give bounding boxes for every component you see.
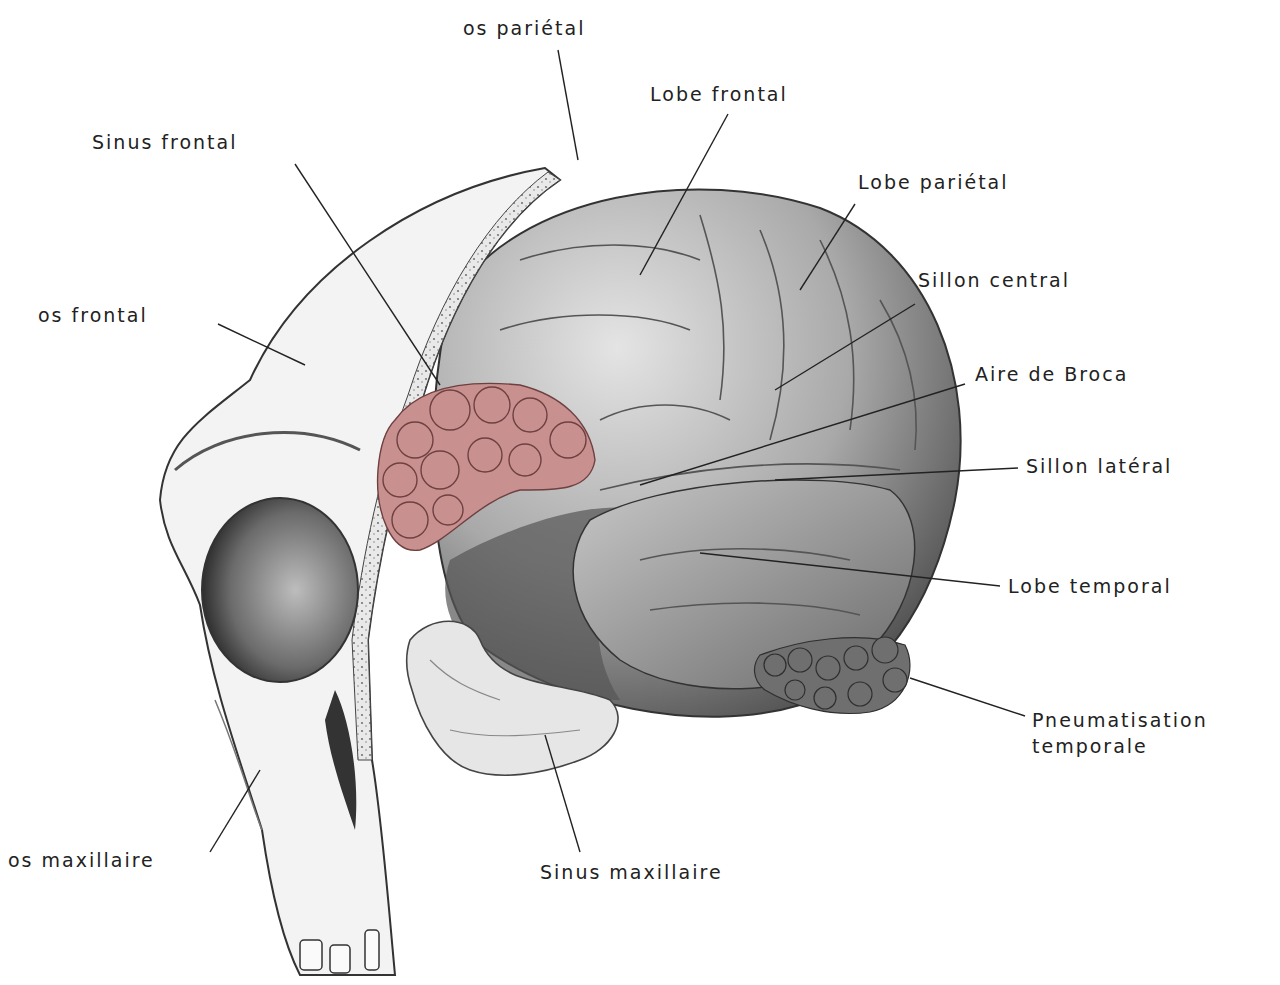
part-label: Lobe temporal	[1008, 574, 1172, 600]
temporal-pneumatisation	[755, 637, 910, 713]
teeth	[300, 930, 379, 973]
part-label: Sinus frontal	[92, 130, 237, 156]
part-label: Aire de Broca	[975, 362, 1128, 388]
maxillary-sinus	[406, 621, 618, 775]
orbit	[202, 498, 358, 682]
part-label: os frontal	[38, 303, 148, 329]
brain	[433, 189, 961, 716]
part-label: Sillon latéral	[1026, 454, 1172, 480]
part-label: Sillon central	[918, 268, 1070, 294]
part-label: Sinus maxillaire	[540, 860, 723, 886]
part-label: Lobe frontal	[650, 82, 788, 108]
part-label: os pariétal	[463, 16, 585, 42]
maxillary-sinus-folds	[430, 660, 580, 736]
part-label: os maxillaire	[8, 848, 155, 874]
part-label: Pneumatisation temporale	[1032, 708, 1267, 759]
cheek-line	[215, 700, 262, 830]
part-label: Lobe pariétal	[858, 170, 1009, 196]
skull-face	[160, 168, 560, 975]
frontal-sinus	[378, 383, 595, 550]
leader-lines	[210, 50, 1025, 852]
brow-ridge	[175, 433, 360, 470]
nasal-opening	[325, 690, 356, 830]
temporal-lobe	[573, 480, 915, 689]
